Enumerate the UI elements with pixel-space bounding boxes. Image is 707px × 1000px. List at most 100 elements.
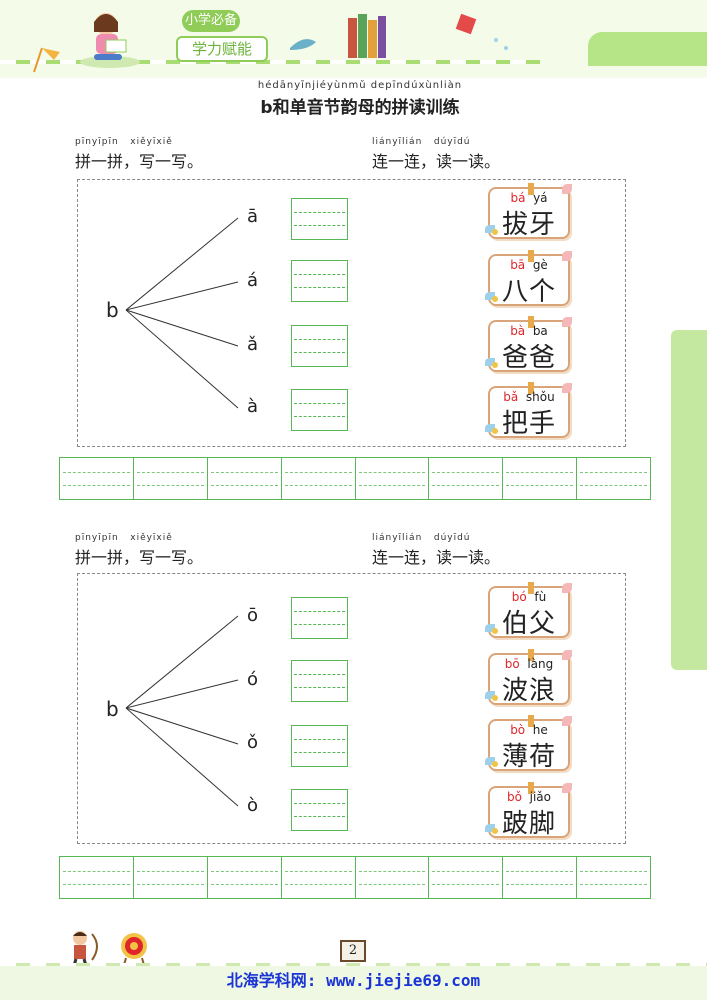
- word-card[interactable]: bǎ shǒu 把手: [485, 382, 572, 439]
- write-box[interactable]: [291, 260, 348, 302]
- grid-cell[interactable]: [134, 458, 208, 499]
- word-card[interactable]: bǒ jiǎo 跛脚: [485, 782, 572, 839]
- card-pinyin-red: bā: [510, 258, 526, 272]
- write-box[interactable]: [291, 597, 348, 639]
- write-box[interactable]: [291, 325, 348, 367]
- card-pinyin: bó fù: [490, 590, 568, 604]
- writing-grid-2[interactable]: [59, 856, 651, 899]
- pin-icon: [528, 316, 534, 328]
- write-box[interactable]: [291, 789, 348, 831]
- grid-cell[interactable]: [503, 857, 578, 898]
- leaf-icon: [485, 624, 495, 632]
- card-pinyin: bā gè: [490, 258, 568, 272]
- footer-website[interactable]: 北海学科网: www.jiejie69.com: [226, 971, 481, 990]
- grid-cell[interactable]: [282, 857, 356, 898]
- branch-lines-1: [125, 217, 239, 409]
- card-pinyin-red: bà: [510, 324, 526, 338]
- dot-icon: [492, 695, 498, 701]
- consonant-b-1: b: [106, 298, 119, 322]
- card-pinyin-red: bó: [511, 590, 527, 604]
- page-title: b和单音节韵母的拼读训练: [260, 98, 460, 118]
- grid-cell[interactable]: [134, 857, 208, 898]
- grid-cell[interactable]: [503, 458, 578, 499]
- card-pinyin: bá yá: [490, 191, 568, 205]
- word-card[interactable]: bō làng 波浪: [485, 649, 572, 706]
- card-pinyin-black: shǒu: [525, 390, 555, 404]
- pin-icon: [528, 250, 534, 262]
- card-pinyin-red: bō: [504, 657, 520, 671]
- grid-cell[interactable]: [208, 857, 282, 898]
- leaf-icon: [562, 783, 572, 793]
- word-card[interactable]: bà ba 爸爸: [485, 316, 572, 373]
- vowel-a2: á: [247, 270, 259, 291]
- grid-cell[interactable]: [429, 857, 504, 898]
- instruction-right-pinyin: liányīlián dúyīdú: [372, 533, 471, 543]
- word-card[interactable]: bó fù 伯父: [485, 582, 572, 639]
- leaf-icon: [485, 225, 495, 233]
- card-pinyin-red: bǎ: [503, 390, 519, 404]
- pin-icon: [528, 649, 534, 661]
- card-pinyin-black: he: [532, 723, 548, 737]
- word-card[interactable]: bá yá 拔牙: [485, 183, 572, 240]
- pin-icon: [528, 782, 534, 794]
- instruction-right-text: 连一连，读一读。: [372, 152, 501, 171]
- word-card[interactable]: bò he 薄荷: [485, 715, 572, 772]
- instruction-right-2: liányīlián dúyīdú 连一连，读一读。: [372, 533, 500, 568]
- dot-icon: [492, 428, 498, 434]
- leaf-icon: [562, 251, 572, 261]
- card-pinyin: bò he: [490, 723, 568, 737]
- dot-icon: [492, 828, 498, 834]
- card-pinyin-red: bò: [510, 723, 526, 737]
- exercise-box-2: [77, 573, 626, 844]
- grid-cell[interactable]: [429, 458, 504, 499]
- card-pinyin-red: bǒ: [507, 790, 522, 804]
- footer-band: [0, 966, 707, 1000]
- dot-icon: [492, 296, 498, 302]
- pin-icon: [528, 183, 534, 195]
- card-pinyin-black: gè: [532, 258, 548, 272]
- card-pinyin-black: ba: [532, 324, 548, 338]
- books-illustration: [290, 13, 508, 58]
- write-box[interactable]: [291, 198, 348, 240]
- card-word: 拔牙: [501, 210, 556, 240]
- pin-icon: [528, 715, 534, 727]
- write-box[interactable]: [291, 660, 348, 702]
- instruction-left-pinyin: pīnyīpīn xiěyīxiě: [75, 137, 173, 147]
- grid-cell[interactable]: [208, 458, 282, 499]
- card-pinyin-red: bá: [510, 191, 526, 205]
- card-word: 跛脚: [501, 809, 556, 839]
- grid-cell[interactable]: [577, 458, 650, 499]
- grid-cell[interactable]: [577, 857, 650, 898]
- card-pinyin: bǎ shǒu: [490, 390, 568, 404]
- grid-cell[interactable]: [60, 857, 134, 898]
- leaf-icon: [485, 691, 495, 699]
- write-box[interactable]: [291, 725, 348, 767]
- pin-icon: [528, 382, 534, 394]
- word-card[interactable]: bā gè 八个: [485, 250, 572, 307]
- leaf-icon: [485, 358, 495, 366]
- dot-icon: [492, 628, 498, 634]
- grid-cell[interactable]: [356, 458, 430, 499]
- writing-grid-1[interactable]: [59, 457, 651, 500]
- dot-icon: [492, 229, 498, 235]
- branch-lines-2: [125, 615, 239, 807]
- instruction-right-text: 连一连，读一读。: [372, 548, 501, 567]
- grid-cell[interactable]: [356, 857, 430, 898]
- card-pinyin: bǒ jiǎo: [490, 790, 568, 804]
- footer-dash-line: [0, 963, 707, 966]
- girl-reading-illustration: [33, 13, 140, 73]
- side-strip: [671, 330, 707, 670]
- vowel-o3: ǒ: [247, 732, 259, 753]
- dot-icon: [492, 761, 498, 767]
- card-pinyin-black: yá: [533, 191, 548, 205]
- header-badge-top: 小学必备: [182, 10, 240, 32]
- write-box[interactable]: [291, 389, 348, 431]
- card-pinyin-black: làng: [527, 657, 554, 671]
- leaf-icon: [562, 716, 572, 726]
- header-dash-line: [0, 60, 540, 64]
- grid-cell[interactable]: [282, 458, 356, 499]
- grid-cell[interactable]: [60, 458, 134, 499]
- card-word: 薄荷: [501, 742, 556, 772]
- pin-icon: [528, 582, 534, 594]
- instruction-right-1: liányīlián dúyīdú 连一连，读一读。: [372, 137, 500, 172]
